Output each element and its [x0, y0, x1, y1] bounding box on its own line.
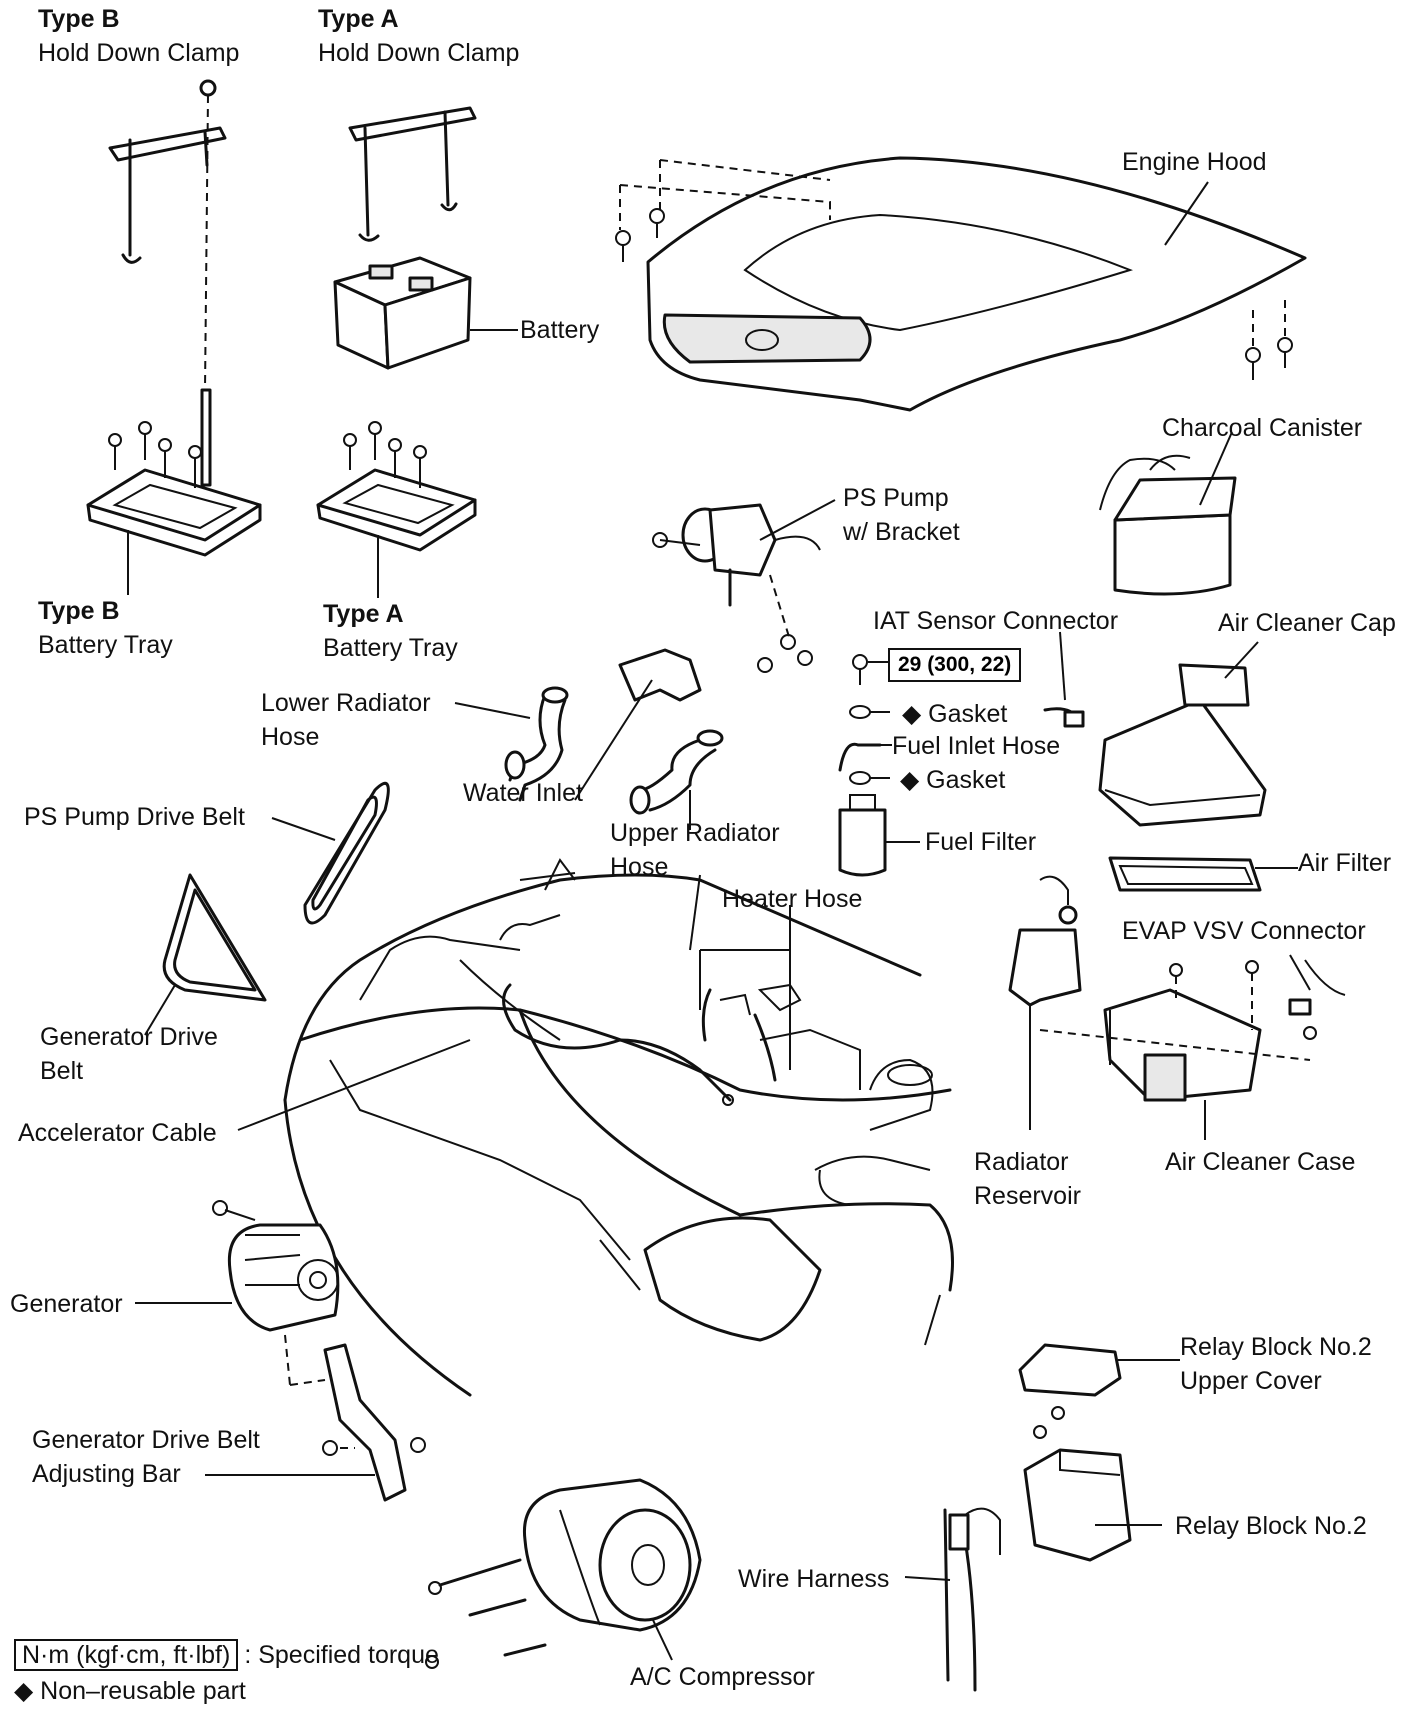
type-a-tray-drawing: [316, 421, 477, 598]
label-accelerator-cable: Accelerator Cable: [18, 1119, 217, 1147]
relay-block-cover-line2: Upper Cover: [1180, 1367, 1322, 1395]
belts-drawing: [144, 781, 390, 1036]
generator-drive-belt-line1: Generator Drive: [40, 1023, 218, 1051]
adjusting-bar-drawing: [205, 1343, 426, 1502]
label-evap-vsv-connector: EVAP VSV Connector: [1122, 917, 1366, 945]
hold-down-clamp-label: Hold Down Clamp: [318, 39, 520, 67]
charcoal-canister-drawing: [1099, 431, 1237, 596]
label-generator: Generator: [10, 1290, 123, 1318]
type-b-label: Type B: [38, 597, 120, 625]
label-generator-drive-belt-adjusting-bar: Generator Drive Belt Adjusting Bar: [32, 1423, 260, 1491]
radiator-reservoir-line2: Reservoir: [974, 1182, 1081, 1210]
label-iat-sensor-connector: IAT Sensor Connector: [873, 607, 1119, 635]
label-heater-hose: Heater Hose: [722, 885, 863, 913]
vehicle-body-drawing: [283, 858, 954, 1397]
label-type-b-battery-tray: Type B Battery Tray: [38, 594, 173, 662]
label-type-a-hold-down-clamp: Type A Hold Down Clamp: [318, 2, 519, 70]
fuel-filter-drawing: [838, 654, 920, 877]
air-cleaner-case-drawing: [1039, 954, 1346, 1140]
label-type-a-battery-tray: Type A Battery Tray: [323, 597, 458, 665]
label-battery: Battery: [520, 316, 600, 344]
upper-radiator-hose-line1: Upper Radiator: [610, 819, 780, 847]
engine-hood-drawing: [615, 156, 1307, 412]
label-relay-block-no2: Relay Block No.2: [1175, 1512, 1367, 1540]
type-a-label: Type A: [318, 5, 399, 33]
lower-radiator-hose-line1: Lower Radiator: [261, 689, 431, 717]
type-b-clamp-drawing: [108, 79, 227, 391]
ps-pump-drawing: [652, 499, 836, 673]
label-gasket-2: ◆ Gasket: [900, 766, 1006, 794]
ps-pump-line2: w/ Bracket: [843, 518, 960, 546]
relay-block-drawing: [904, 1343, 1180, 1692]
label-wire-harness: Wire Harness: [738, 1565, 890, 1593]
label-ac-compressor: A/C Compressor: [630, 1663, 815, 1691]
label-air-filter: Air Filter: [1298, 849, 1392, 877]
label-water-inlet: Water Inlet: [463, 779, 583, 807]
legend-torque: N·m (kgf·cm, ft·lbf): Specified torque: [14, 1638, 439, 1672]
radiator-reservoir-line1: Radiator: [974, 1148, 1069, 1176]
type-a-clamp-drawing: [348, 106, 477, 242]
label-lower-radiator-hose: Lower Radiator Hose: [261, 686, 431, 754]
hold-down-clamp-label: Hold Down Clamp: [38, 39, 240, 67]
upper-radiator-hose-line2: Hose: [610, 853, 669, 881]
type-a-label: Type A: [323, 600, 404, 628]
label-ps-pump-drive-belt: PS Pump Drive Belt: [24, 803, 245, 831]
battery-tray-label: Battery Tray: [38, 631, 173, 659]
label-generator-drive-belt: Generator Drive Belt: [40, 1020, 218, 1088]
label-air-cleaner-cap: Air Cleaner Cap: [1218, 609, 1396, 637]
generator-drawing: [135, 1200, 340, 1386]
hoses-drawing: [454, 648, 724, 830]
ac-compressor-drawing: [425, 1478, 702, 1669]
label-fuel-inlet-hose: Fuel Inlet Hose: [892, 732, 1061, 760]
legend-nonreusable: ◆ Non–reusable part: [14, 1677, 246, 1705]
radiator-reservoir-drawing: [1008, 875, 1082, 1130]
lower-radiator-hose-line2: Hose: [261, 723, 320, 751]
legend-torque-units: N·m (kgf·cm, ft·lbf): [14, 1639, 239, 1671]
label-charcoal-canister: Charcoal Canister: [1162, 414, 1363, 442]
ps-pump-line1: PS Pump: [843, 484, 949, 512]
battery-tray-label: Battery Tray: [323, 634, 458, 662]
label-radiator-reservoir: Radiator Reservoir: [974, 1145, 1081, 1213]
air-cleaner-cap-drawing: [1098, 641, 1267, 827]
label-ps-pump: PS Pump w/ Bracket: [843, 481, 960, 549]
generator-drive-belt-line2: Belt: [40, 1057, 84, 1085]
adjusting-bar-line1: Generator Drive Belt: [32, 1426, 260, 1454]
torque-spec-box: 29 (300, 22): [888, 648, 1022, 682]
type-b-label: Type B: [38, 5, 120, 33]
label-engine-hood: Engine Hood: [1122, 148, 1267, 176]
label-relay-block-upper-cover: Relay Block No.2 Upper Cover: [1180, 1330, 1372, 1398]
battery-drawing: [333, 256, 518, 370]
adjusting-bar-line2: Adjusting Bar: [32, 1460, 181, 1488]
label-fuel-filter: Fuel Filter: [925, 828, 1037, 856]
label-upper-radiator-hose: Upper Radiator Hose: [610, 816, 780, 884]
label-gasket-1: ◆ Gasket: [902, 700, 1008, 728]
legend-torque-text: : Specified torque: [244, 1641, 439, 1669]
label-air-cleaner-case: Air Cleaner Case: [1165, 1148, 1356, 1176]
type-b-tray-drawing: [86, 388, 262, 595]
iat-connector-drawing: [1043, 631, 1085, 728]
air-filter-drawing: [1108, 856, 1298, 892]
cable-hose-drawing: [237, 905, 802, 1131]
relay-block-cover-line1: Relay Block No.2: [1180, 1333, 1372, 1361]
label-type-b-hold-down-clamp: Type B Hold Down Clamp: [38, 2, 239, 70]
